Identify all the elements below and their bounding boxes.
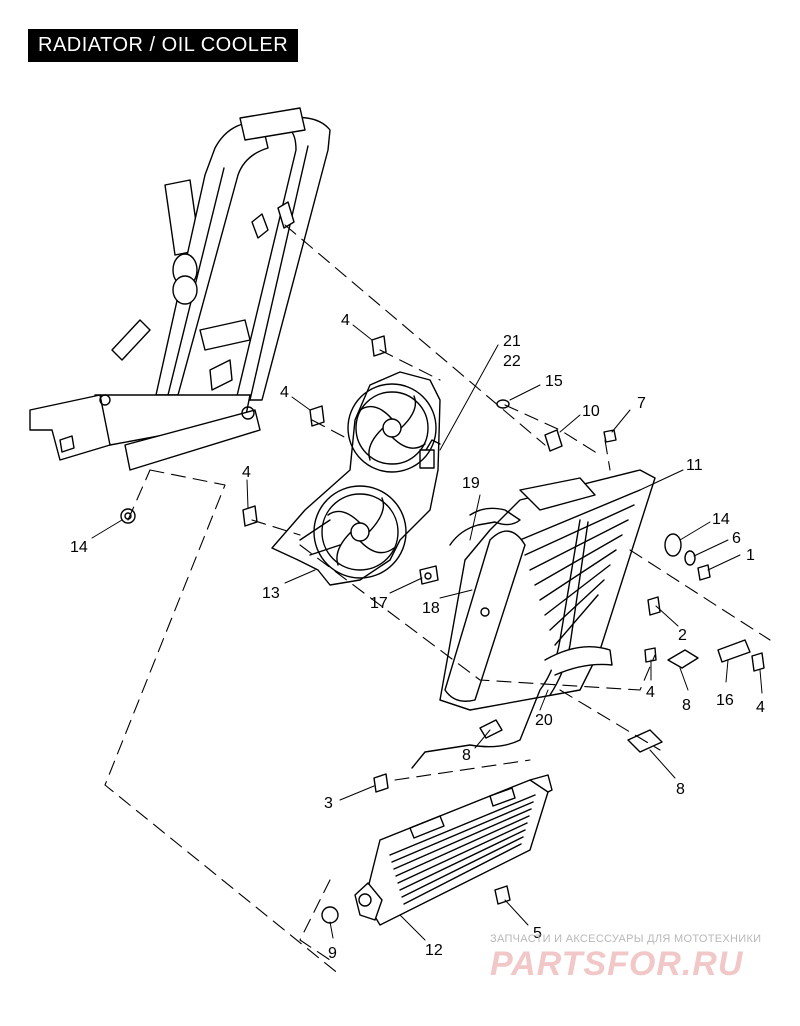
callout-2: 2 bbox=[678, 627, 687, 644]
callout-8: 8 bbox=[462, 747, 471, 764]
diagram-title: RADIATOR / OIL COOLER bbox=[28, 29, 299, 62]
callout-15: 15 bbox=[545, 373, 563, 390]
watermark-logo: PARTSFOR.RU bbox=[490, 945, 744, 983]
callout-19: 19 bbox=[462, 475, 480, 492]
callout-10: 10 bbox=[582, 403, 600, 420]
callout-17: 17 bbox=[370, 595, 388, 612]
callout-8: 8 bbox=[676, 781, 685, 798]
callout-14: 14 bbox=[70, 539, 88, 556]
callout-22: 22 bbox=[503, 353, 521, 370]
fan-shroud-illustration bbox=[271, 371, 441, 586]
callout-12: 12 bbox=[425, 942, 443, 959]
callout-21: 21 bbox=[503, 333, 521, 350]
assembly-dashed-lines bbox=[104, 224, 771, 976]
oil-cooler-illustration bbox=[354, 774, 553, 926]
callout-16: 16 bbox=[716, 692, 734, 709]
callout-labels: 1 2 3 4 4 4 4 4 5 6 7 8 8 8 9 10 11 12 1… bbox=[70, 312, 765, 962]
callout-3: 3 bbox=[324, 795, 333, 812]
callout-5: 5 bbox=[533, 925, 542, 942]
frame-illustration bbox=[29, 107, 331, 471]
callout-4: 4 bbox=[341, 312, 350, 329]
radiator-illustration bbox=[439, 469, 656, 711]
callout-18: 18 bbox=[422, 600, 440, 617]
callout-4: 4 bbox=[242, 464, 251, 481]
callout-14: 14 bbox=[712, 511, 730, 528]
callout-9: 9 bbox=[328, 945, 337, 962]
callout-6: 6 bbox=[732, 530, 741, 547]
callout-8: 8 bbox=[682, 697, 691, 714]
leader-lines bbox=[91, 324, 763, 941]
callout-4: 4 bbox=[756, 699, 765, 716]
callout-1: 1 bbox=[746, 547, 755, 564]
callout-13: 13 bbox=[262, 585, 280, 602]
watermark-tagline: ЗАПЧАСТИ И АКСЕССУАРЫ ДЛЯ МОТОТЕХНИКИ bbox=[490, 933, 762, 945]
callout-20: 20 bbox=[535, 712, 553, 729]
callout-7: 7 bbox=[637, 395, 646, 412]
callout-11: 11 bbox=[686, 457, 703, 474]
callout-4: 4 bbox=[646, 684, 655, 701]
hose-19-illustration bbox=[449, 507, 521, 546]
callout-4: 4 bbox=[280, 384, 289, 401]
